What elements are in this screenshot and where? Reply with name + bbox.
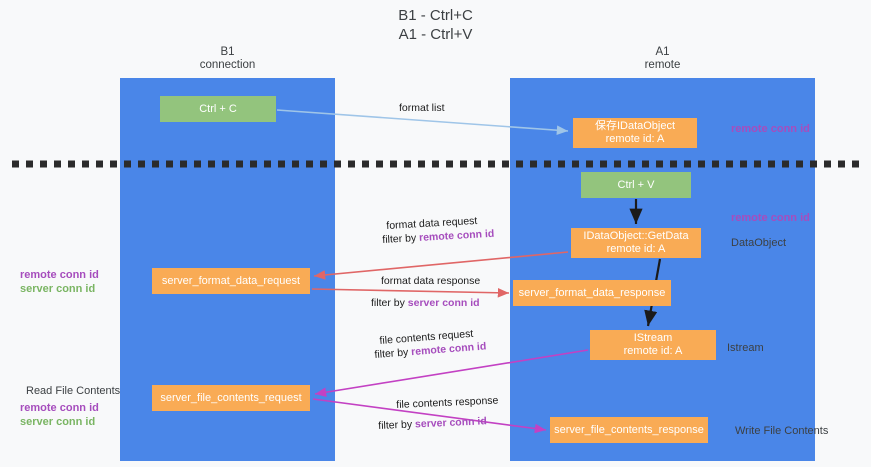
remote-conn-id-text: remote conn id (20, 269, 99, 281)
annotation-conn-id-pair-file: remote conn id server conn id (20, 401, 99, 429)
filter-by-text: filter by (371, 297, 408, 309)
arrow-file-contents-response (312, 398, 547, 434)
annotation-dataobject: DataObject (731, 237, 787, 249)
server-conn-id-text: server conn id (20, 416, 96, 428)
annotation-write-file-contents: Write File Contents (735, 425, 829, 437)
node-save-idataobject[interactable]: 保存IDataObject remote id: A (573, 118, 697, 148)
arrow-format-list (276, 109, 569, 135)
arrow-file-contents-request (314, 349, 589, 397)
node-server-file-contents-request[interactable]: server_file_contents_request (152, 385, 310, 411)
edge-label-format-data-response: format data response (381, 275, 481, 287)
server-conn-id-text: server conn id (407, 297, 480, 309)
annotation-remote-conn-id-top: remote conn id (731, 123, 810, 135)
filter-by-text: filter by (378, 418, 416, 432)
server-conn-id-text: server conn id (20, 283, 96, 295)
arrow-format-data-request (313, 251, 569, 280)
annotation-read-file-contents: Read File Contents (26, 385, 121, 397)
annotation-remote-conn-id-mid: remote conn id (731, 212, 810, 224)
lane-header-b1: B1 connection (199, 46, 256, 71)
remote-conn-id-text: remote conn id (20, 402, 99, 414)
node-istream[interactable]: IStream remote id: A (590, 330, 716, 360)
page-title: B1 - Ctrl+C A1 - Ctrl+V (398, 7, 473, 43)
node-ctrl-c[interactable]: Ctrl + C (160, 96, 276, 122)
node-server-file-contents-response[interactable]: server_file_contents_response (550, 417, 708, 443)
arrow-format-data-response (311, 287, 510, 298)
node-ctrl-v[interactable]: Ctrl + V (581, 172, 691, 198)
filter-by-text: filter by (374, 346, 412, 361)
node-server-format-data-request[interactable]: server_format_data_request (152, 268, 310, 294)
annotation-istream: Istream (727, 342, 764, 354)
node-server-format-data-response[interactable]: server_format_data_response (513, 280, 671, 306)
edge-label-format-list: format list (399, 102, 445, 114)
annotation-conn-id-pair-format: remote conn id server conn id (20, 268, 99, 296)
node-idataobject-getdata[interactable]: IDataObject::GetData remote id: A (571, 228, 701, 258)
filter-by-text: filter by (382, 231, 420, 246)
lane-header-a1: A1 remote (644, 46, 681, 71)
edge-label-filter-server-conn-id-format: filter by server conn id (371, 296, 480, 310)
server-conn-id-text: server conn id (414, 415, 488, 431)
